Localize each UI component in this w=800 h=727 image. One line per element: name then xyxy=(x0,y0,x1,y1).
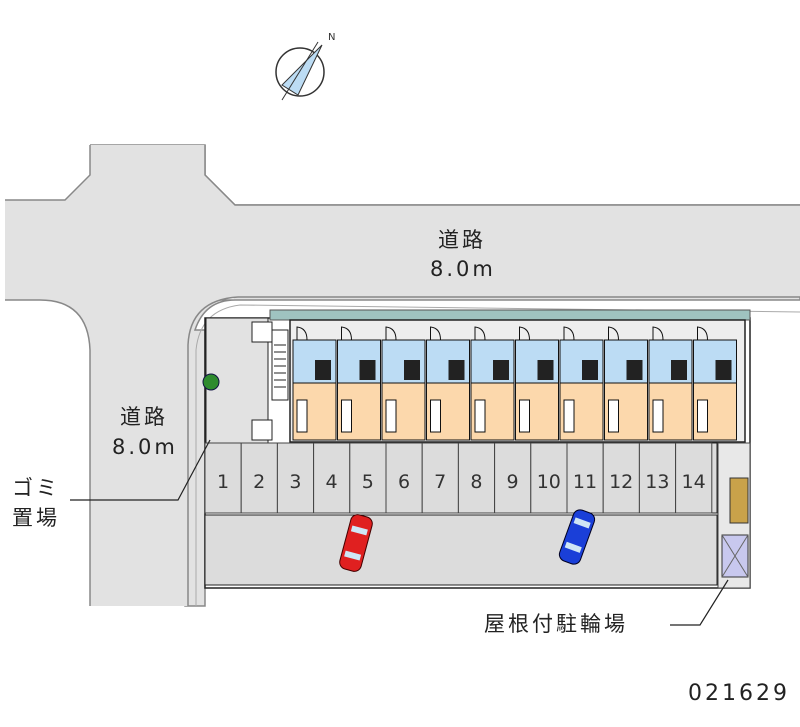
apartment-unit xyxy=(381,326,426,441)
garbage-label-2: 置場 xyxy=(12,506,60,530)
parking-space xyxy=(349,442,387,514)
parking-space xyxy=(494,442,532,514)
compass-icon: N xyxy=(275,32,335,101)
apartment-unit xyxy=(693,326,737,441)
property-id: 021629 xyxy=(688,681,790,706)
parking-space-number: 2 xyxy=(253,471,265,493)
parking-space xyxy=(530,442,568,514)
apartment-unit xyxy=(426,326,470,441)
bicycle-parking-label: 屋根付駐輪場 xyxy=(484,612,628,636)
parking-space-number: 1 xyxy=(217,471,229,493)
top-road-width: 8.0m xyxy=(430,257,496,281)
parking-space xyxy=(566,442,604,514)
parking-space-number: 3 xyxy=(289,471,301,493)
garbage-label-1: ゴミ xyxy=(12,476,60,500)
parking-space-number: 8 xyxy=(470,471,482,493)
parking-space-number: 7 xyxy=(434,471,446,493)
apartment-unit xyxy=(559,326,604,441)
parking-space xyxy=(240,442,278,514)
parking-space-number: 6 xyxy=(398,471,410,493)
parking-space xyxy=(638,442,677,514)
parking-space-number: 9 xyxy=(507,471,519,493)
apartment-unit xyxy=(515,326,559,441)
parking-space-number: 10 xyxy=(537,471,561,493)
tree-icon xyxy=(202,373,220,391)
parking-space xyxy=(675,442,713,514)
parking-space-number: 4 xyxy=(326,471,338,493)
top-road-name: 道路 xyxy=(438,228,486,252)
side-road-width: 8.0m xyxy=(112,435,178,459)
apartment-unit xyxy=(648,326,693,441)
parking-space xyxy=(276,442,315,514)
compass-north-label: N xyxy=(328,32,335,43)
apartment-unit xyxy=(604,326,648,441)
side-road-name: 道路 xyxy=(120,405,168,429)
parking-space xyxy=(457,442,496,514)
parking-space-number: 11 xyxy=(573,471,597,493)
parking-space xyxy=(204,442,242,514)
blue-car-icon xyxy=(558,509,596,565)
parking-space xyxy=(602,442,640,514)
red-car-icon xyxy=(339,514,373,572)
apartment-unit xyxy=(337,326,381,441)
parking-space-number: 5 xyxy=(362,471,374,493)
bicycle-rack-icon xyxy=(729,477,749,524)
parking-space-number: 14 xyxy=(682,471,706,493)
parking-space-number: 13 xyxy=(645,471,669,493)
apartment-unit xyxy=(470,326,515,441)
apartment-unit xyxy=(292,326,337,441)
driveway xyxy=(204,514,718,586)
parking-space-number: 12 xyxy=(609,471,633,493)
